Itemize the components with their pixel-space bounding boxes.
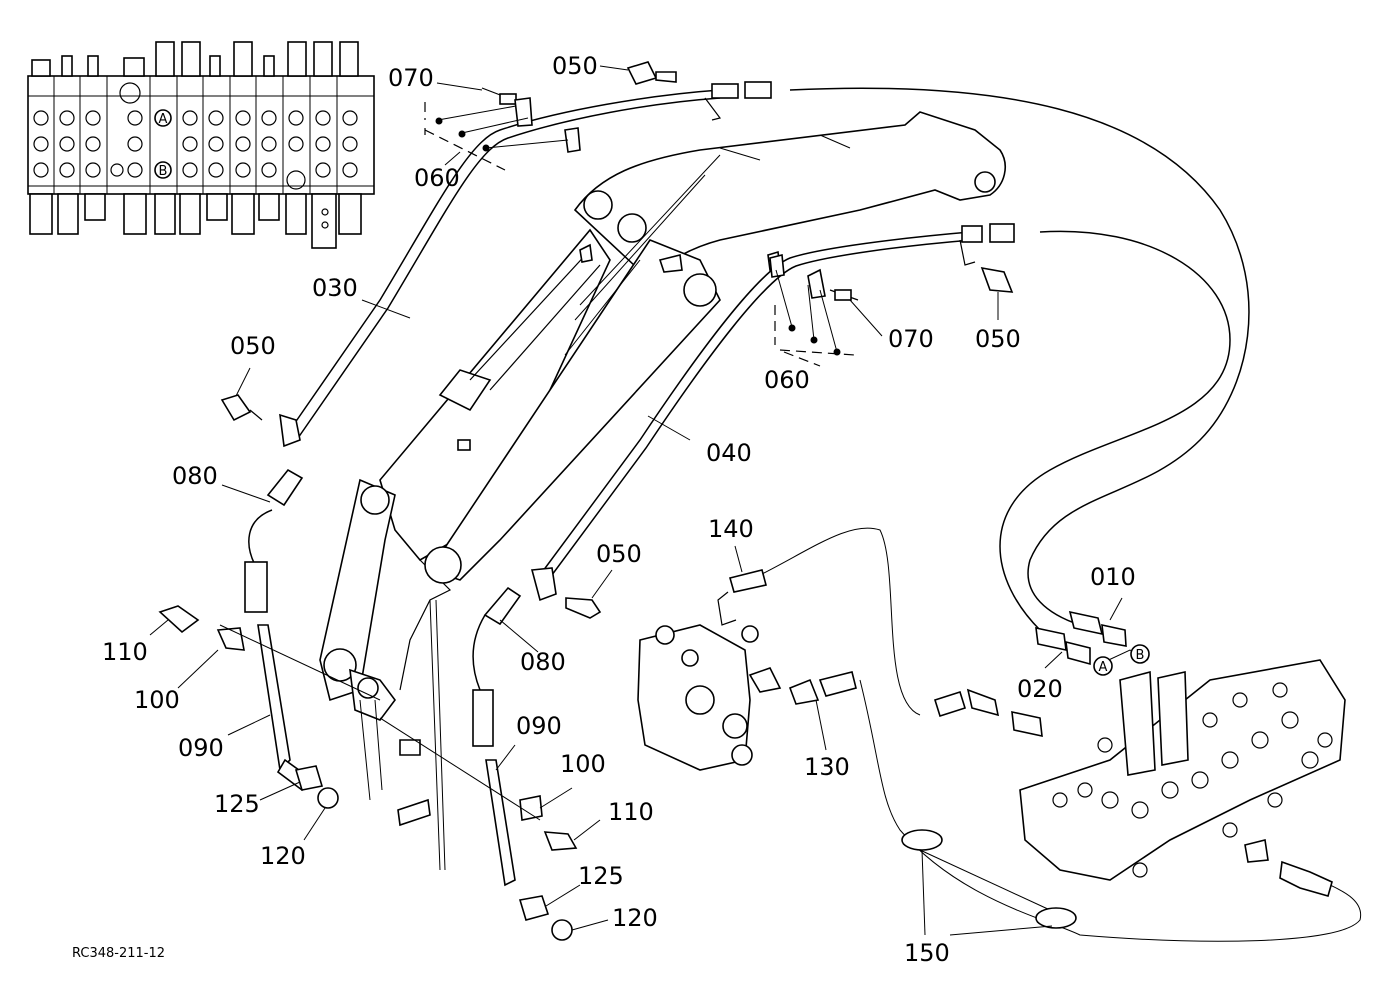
label-070-top: 070 bbox=[388, 64, 434, 92]
label-100-left: 100 bbox=[134, 686, 180, 714]
label-140: 140 bbox=[708, 515, 754, 543]
label-090-mid: 090 bbox=[516, 712, 562, 740]
label-010: 010 bbox=[1090, 563, 1136, 591]
label-040: 040 bbox=[706, 439, 752, 467]
fittings bbox=[158, 61, 1346, 941]
label-120-mid: 120 bbox=[612, 904, 658, 932]
label-100-mid: 100 bbox=[560, 750, 606, 778]
label-080-mid: 080 bbox=[520, 648, 566, 676]
label-090-left: 090 bbox=[178, 734, 224, 762]
part-labels: 070 050 060 030 050 080 070 050 060 040 … bbox=[72, 52, 1136, 967]
label-110-left: 110 bbox=[102, 638, 148, 666]
label-050-top: 050 bbox=[552, 52, 598, 80]
drawing-code: RC348-211-12 bbox=[72, 946, 165, 961]
hose-a-marker: A bbox=[1099, 660, 1108, 675]
hose-b-marker: B bbox=[1136, 648, 1145, 663]
leader-lines bbox=[149, 65, 1149, 936]
label-020: 020 bbox=[1017, 675, 1063, 703]
label-050-left: 050 bbox=[230, 332, 276, 360]
label-030: 030 bbox=[312, 274, 358, 302]
label-130: 130 bbox=[804, 753, 850, 781]
label-150: 150 bbox=[904, 939, 950, 967]
port-a-marker: A bbox=[159, 112, 168, 127]
label-125-left: 125 bbox=[214, 790, 260, 818]
label-050-mid: 050 bbox=[596, 540, 642, 568]
valve-bank-inset: A B bbox=[27, 41, 375, 249]
label-080-left: 080 bbox=[172, 462, 218, 490]
label-070-right: 070 bbox=[888, 325, 934, 353]
boom-assembly bbox=[319, 111, 1006, 871]
label-125-mid: 125 bbox=[578, 862, 624, 890]
label-120-left: 120 bbox=[260, 842, 306, 870]
label-110-mid: 110 bbox=[608, 798, 654, 826]
label-060-right: 060 bbox=[764, 366, 810, 394]
label-050-right: 050 bbox=[975, 325, 1021, 353]
label-060-top: 060 bbox=[414, 164, 460, 192]
port-b-marker: B bbox=[159, 164, 168, 179]
